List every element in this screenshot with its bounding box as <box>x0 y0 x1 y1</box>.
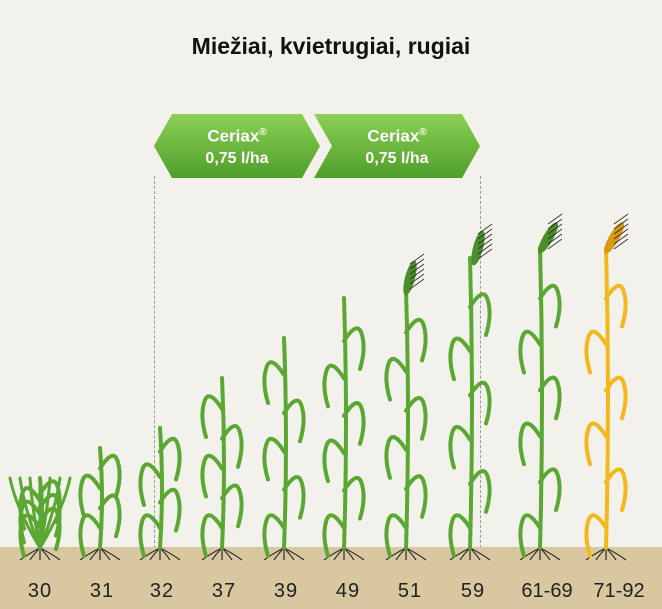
application-arrow-2: Ceriax® 0,75 l/ha <box>314 114 480 178</box>
window-start-line <box>154 176 155 548</box>
stage-label-37: 37 <box>211 580 237 602</box>
arrow-shape <box>154 114 320 178</box>
plant-stage-30 <box>8 476 72 561</box>
stage-label-51: 51 <box>397 580 423 602</box>
plant-stage-31 <box>78 446 122 561</box>
plant-stage-49 <box>322 296 366 561</box>
plant-stage-37 <box>200 376 244 561</box>
stage-label-59: 59 <box>460 580 486 602</box>
plant-stage-32 <box>138 426 182 561</box>
registered-mark: ® <box>419 127 427 139</box>
stage-label-31: 31 <box>89 580 115 602</box>
stage-label-39: 39 <box>273 580 299 602</box>
application-arrow-1: Ceriax® 0,75 l/ha <box>154 114 320 178</box>
product-name: Ceriax <box>207 126 260 146</box>
registered-mark: ® <box>259 127 267 139</box>
diagram-title: Miežiai, kvietrugiai, rugiai <box>191 33 471 59</box>
plant-stage-59 <box>448 223 493 561</box>
stage-label-71-92: 71-92 <box>593 580 645 602</box>
plant-stage-39 <box>262 336 306 561</box>
product-name: Ceriax <box>367 126 420 146</box>
stage-label-49: 49 <box>335 580 361 602</box>
stage-label-32: 32 <box>149 580 175 602</box>
plant-stage-61-69 <box>518 213 563 561</box>
plant-stage-51 <box>384 253 428 561</box>
dose: 0,75 l/ha <box>365 149 429 167</box>
stage-label-61-69: 61-69 <box>521 580 573 602</box>
stage-label-30: 30 <box>27 580 53 602</box>
plant-stage-71-92 <box>584 213 629 561</box>
dose: 0,75 l/ha <box>205 149 269 167</box>
soil <box>0 547 662 609</box>
arrow-shape <box>314 114 480 178</box>
window-end-line <box>480 176 481 548</box>
